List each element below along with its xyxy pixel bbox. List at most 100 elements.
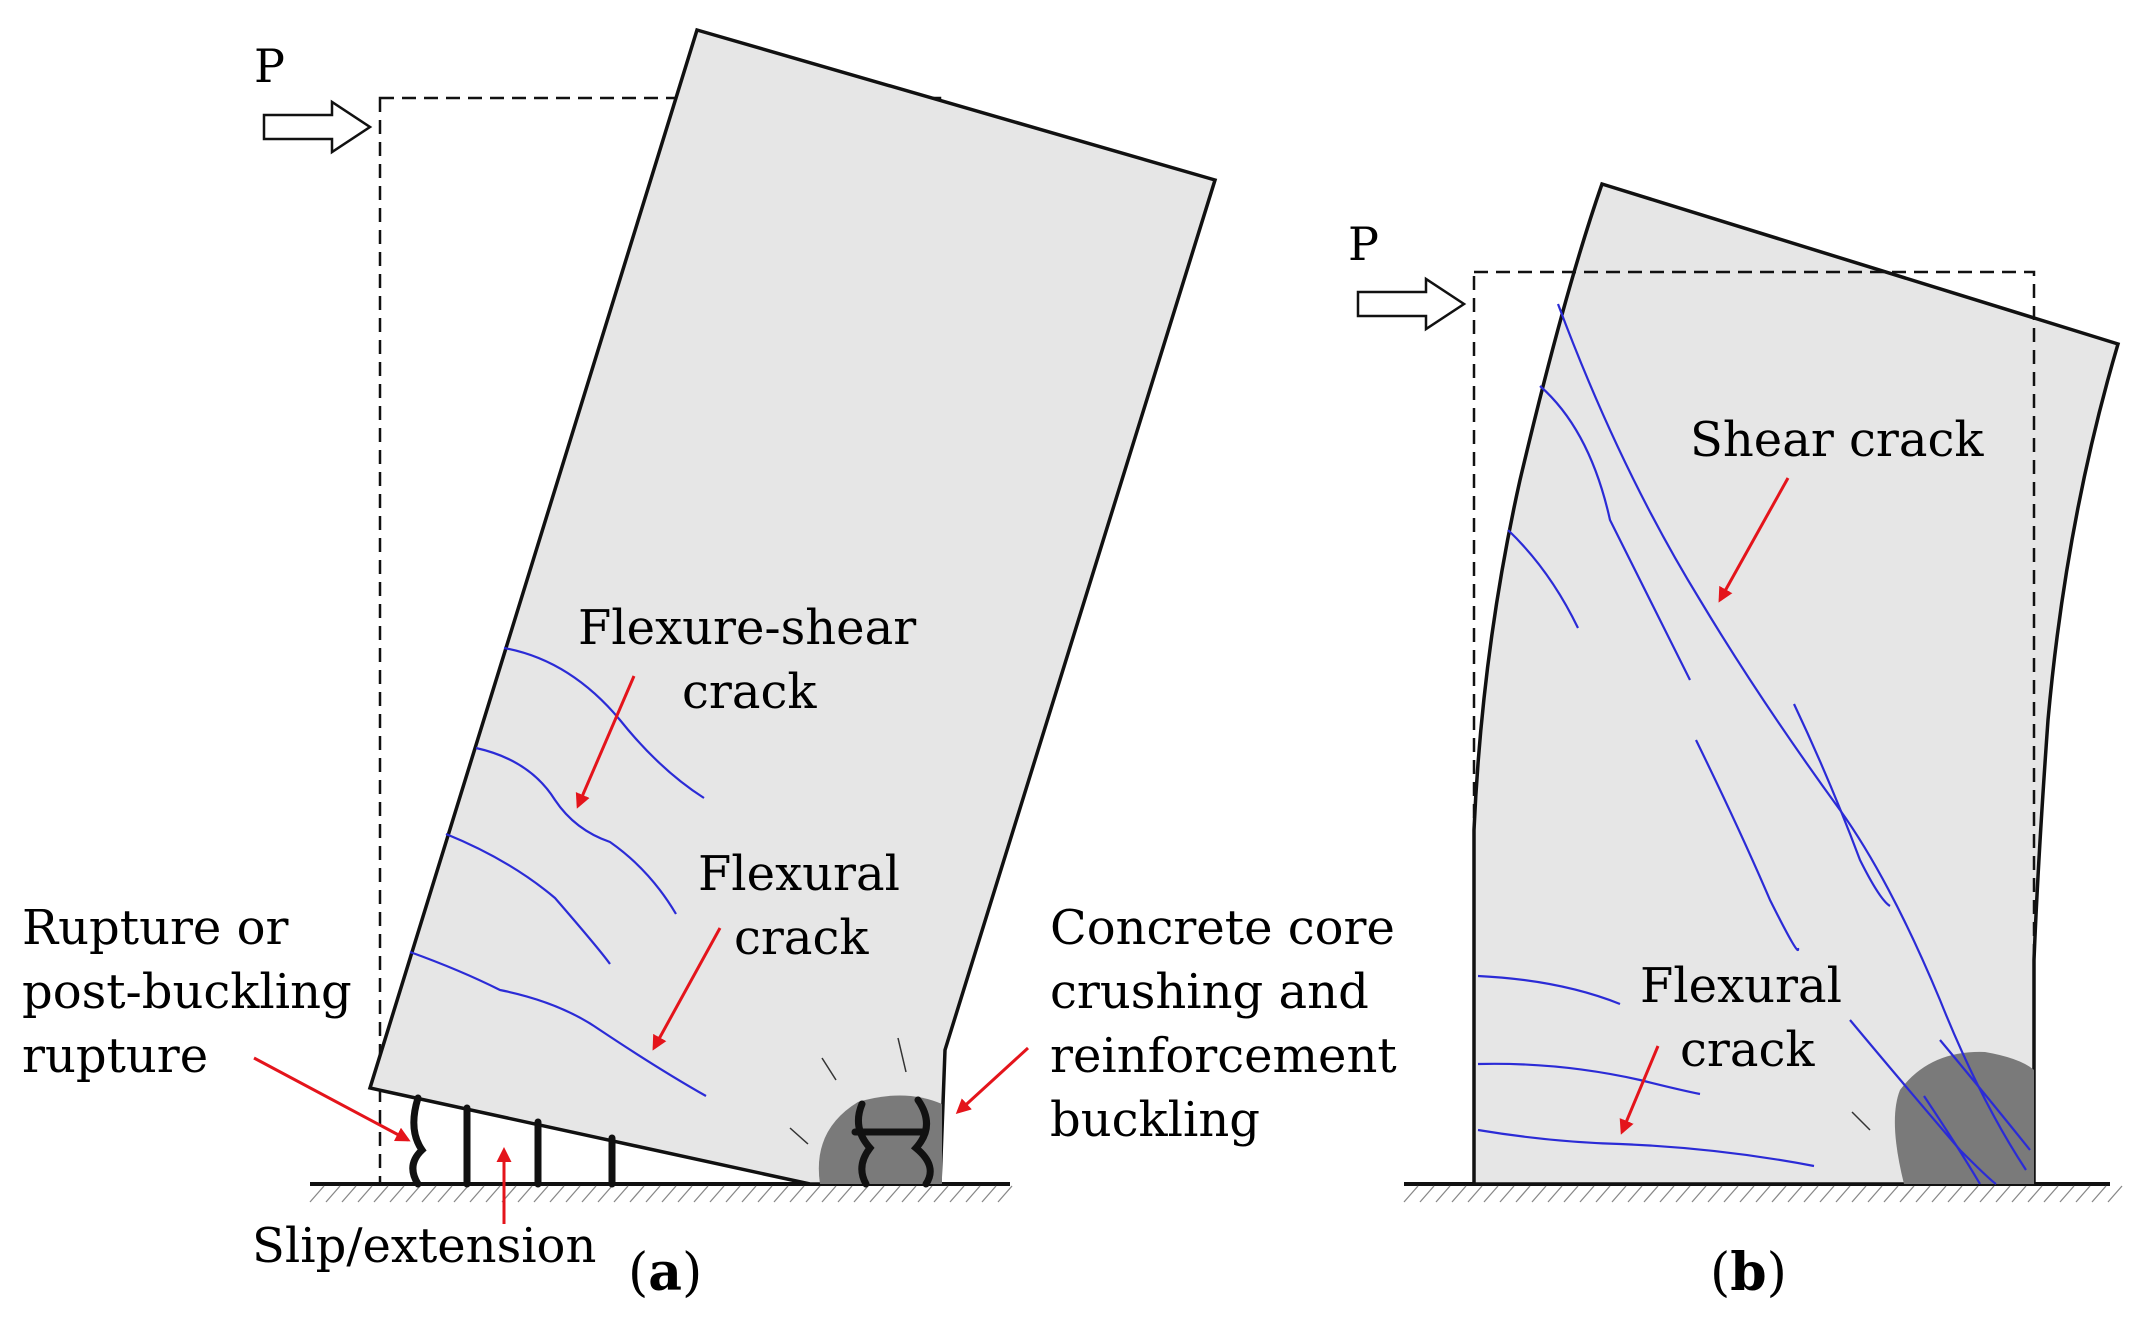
- concrete-crushing-pointer: [955, 1046, 1030, 1115]
- hatch-line: [2043, 1185, 2059, 1203]
- original-outline-b: [1472, 270, 2036, 1186]
- caption-b-close: ): [1767, 1243, 1787, 1303]
- hatch-line: [1611, 1185, 1627, 1203]
- buckled-bar-1: [854, 1100, 875, 1188]
- flexural-pointer-a: [652, 927, 722, 1051]
- hatch-line: [1931, 1185, 1947, 1203]
- shear-crack-2: [1539, 385, 1691, 681]
- hatch-line: [885, 1185, 901, 1203]
- ground-hatch-b: [1403, 1185, 2123, 1203]
- hatch-line: [709, 1185, 725, 1203]
- shear-crack-main: [1556, 303, 2027, 1171]
- hatch-line: [1739, 1185, 1755, 1203]
- hatch-line: [2107, 1185, 2123, 1203]
- shear-crack-3: [1507, 529, 1579, 629]
- label-rupture-line1: Rupture or: [22, 900, 288, 956]
- hatch-line: [2091, 1185, 2107, 1203]
- hatch-line: [1419, 1185, 1435, 1203]
- label-concrete-line4: buckling: [1050, 1092, 1260, 1148]
- hatch-line: [1787, 1185, 1803, 1203]
- shear-crack-6: [1849, 1019, 1997, 1185]
- hatch-line: [1515, 1185, 1531, 1203]
- hatch-line: [869, 1185, 885, 1203]
- hatch-line: [757, 1185, 773, 1203]
- hatch-line: [789, 1185, 805, 1203]
- hatch-line: [1963, 1185, 1979, 1203]
- buckled-bars: [851, 1096, 934, 1188]
- hatch-line: [837, 1185, 853, 1203]
- hatch-line: [1675, 1185, 1691, 1203]
- hatch-line: [437, 1185, 453, 1203]
- hatch-line: [1995, 1185, 2011, 1203]
- hatch-line: [741, 1185, 757, 1203]
- hatch-line: [325, 1185, 341, 1203]
- crushing-spall-lines: [789, 1037, 907, 1145]
- shear-crack-4: [1695, 739, 1800, 951]
- label-flexure-shear-line1: Flexure-shear: [578, 600, 916, 656]
- hatch-line: [485, 1185, 501, 1203]
- shear-crack-7: [1939, 1039, 2031, 1151]
- flexural-crack-b-3: [1477, 1128, 1815, 1168]
- hatch-line: [1451, 1185, 1467, 1203]
- hatch-line: [389, 1185, 405, 1203]
- hatch-line: [981, 1185, 997, 1203]
- crack-a-3: [445, 832, 611, 965]
- label-concrete-line3: reinforcement: [1050, 1028, 1397, 1084]
- hatch-line: [1723, 1185, 1739, 1203]
- hatch-line: [1883, 1185, 1899, 1203]
- hatch-line: [1643, 1185, 1659, 1203]
- hatch-line: [1947, 1185, 1963, 1203]
- rupture-pointer: [253, 1056, 411, 1142]
- hatch-line: [1403, 1185, 1419, 1203]
- hatch-line: [341, 1185, 357, 1203]
- load-arrow-a: [262, 99, 373, 155]
- hatch-line: [1819, 1185, 1835, 1203]
- hatch-line: [1435, 1185, 1451, 1203]
- load-label-b: P: [1348, 217, 1379, 271]
- hatch-line: [1979, 1185, 1995, 1203]
- ruptured-bar: [409, 1094, 427, 1188]
- hatch-line: [917, 1185, 933, 1203]
- hatch-line: [405, 1185, 421, 1203]
- cracks-a: [409, 646, 707, 1097]
- hatch-line: [821, 1185, 837, 1203]
- hatch-line: [693, 1185, 709, 1203]
- hatch-line: [661, 1185, 677, 1203]
- hatch-line: [933, 1185, 949, 1203]
- label-concrete-line1: Concrete core: [1050, 900, 1395, 956]
- hatch-line: [1899, 1185, 1915, 1203]
- hatch-line: [997, 1185, 1013, 1203]
- hatch-line: [1579, 1185, 1595, 1203]
- hatch-line: [357, 1185, 373, 1203]
- label-flexural-a-line1: Flexural: [698, 846, 900, 902]
- hatch-line: [517, 1185, 533, 1203]
- hatch-line: [469, 1185, 485, 1203]
- shear-crack-8: [1923, 1095, 1981, 1185]
- hatch-line: [373, 1185, 389, 1203]
- hatch-line: [581, 1185, 597, 1203]
- hatch-line: [901, 1185, 917, 1203]
- caption-b-letter: b: [1730, 1242, 1766, 1303]
- slip-bars: [409, 1094, 616, 1188]
- load-label-a: P: [254, 39, 285, 93]
- crack-a-2: [475, 746, 677, 915]
- panel-b: P Shear crack Flexural crack (b): [1348, 181, 2123, 1303]
- hatch-line: [309, 1185, 325, 1203]
- hatch-line: [1627, 1185, 1643, 1203]
- hatch-line: [805, 1185, 821, 1203]
- caption-a: (a): [628, 1242, 702, 1303]
- hatch-line: [613, 1185, 629, 1203]
- hatch-line: [1851, 1185, 1867, 1203]
- hatch-line: [629, 1185, 645, 1203]
- hatch-line: [949, 1185, 965, 1203]
- hatch-line: [1867, 1185, 1883, 1203]
- crushed-zone-a: [818, 1095, 942, 1184]
- hatch-line: [773, 1185, 789, 1203]
- hatch-line: [597, 1185, 613, 1203]
- hatch-line: [1915, 1185, 1931, 1203]
- hatch-line: [2059, 1185, 2075, 1203]
- hatch-line: [565, 1185, 581, 1203]
- shear-pointer: [1718, 477, 1790, 603]
